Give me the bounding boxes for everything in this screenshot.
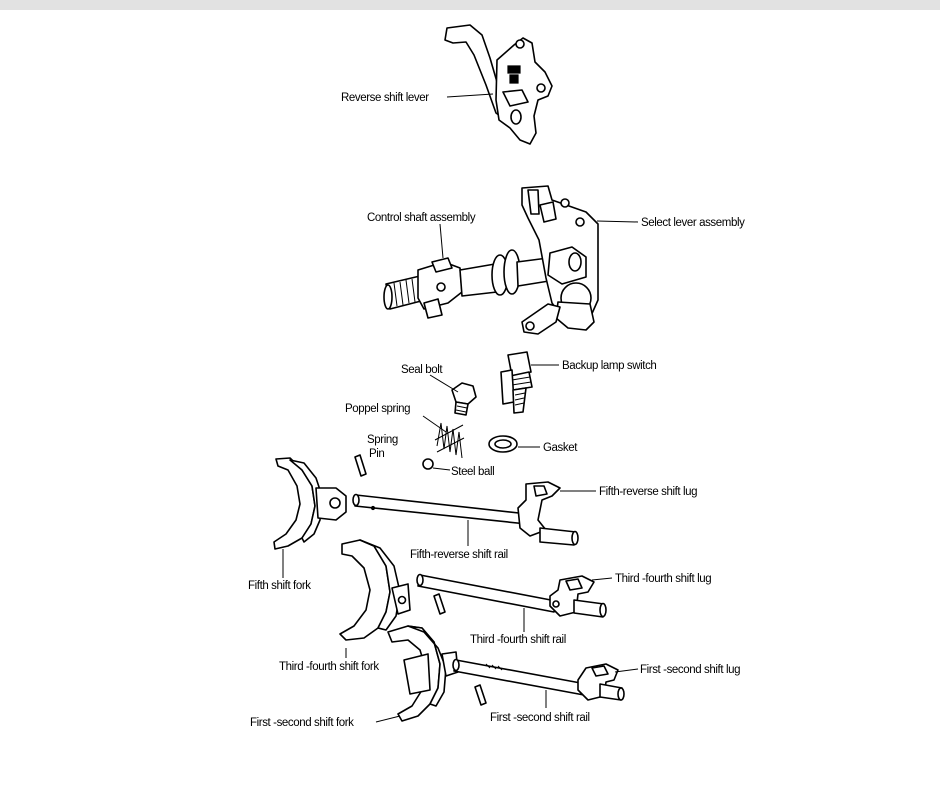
third-fourth-shift-rail bbox=[416, 573, 607, 618]
label-spring-pin-line1: Spring bbox=[367, 434, 398, 446]
label-control-shaft-assembly: Control shaft assembly bbox=[367, 212, 476, 224]
label-fifth-shift-fork: Fifth shift fork bbox=[248, 580, 311, 592]
label-third-fourth-shift-rail: Third -fourth shift rail bbox=[470, 634, 566, 646]
label-spring-pin-line2: Pin bbox=[369, 448, 384, 460]
first-second-shift-rail bbox=[452, 658, 625, 701]
label-poppet-spring: Poppel spring bbox=[345, 403, 410, 415]
fifth-shift-fork bbox=[273, 457, 347, 550]
fifth-reverse-shift-rail bbox=[352, 481, 579, 546]
leader-lines bbox=[282, 93, 639, 723]
part-labels: Reverse shift lever Control shaft assemb… bbox=[248, 92, 745, 729]
label-seal-bolt: Seal bolt bbox=[401, 364, 443, 376]
backup-lamp-switch bbox=[500, 351, 533, 414]
third-fourth-shift-fork bbox=[339, 539, 411, 641]
label-fifth-reverse-shift-lug: Fifth-reverse shift lug bbox=[599, 486, 697, 498]
spring-pin-lower bbox=[474, 684, 487, 706]
gasket bbox=[488, 435, 518, 453]
control-shaft-assembly bbox=[383, 185, 599, 335]
label-first-second-shift-fork: First -second shift fork bbox=[250, 717, 354, 729]
label-gasket: Gasket bbox=[543, 442, 578, 454]
reverse-shift-lever bbox=[444, 24, 553, 145]
label-third-fourth-shift-lug: Third -fourth shift lug bbox=[615, 573, 711, 585]
label-third-fourth-shift-fork: Third -fourth shift fork bbox=[279, 661, 379, 673]
label-first-second-shift-rail: First -second shift rail bbox=[490, 712, 590, 724]
spring-pin bbox=[354, 454, 367, 477]
label-steel-ball: Steel ball bbox=[451, 466, 494, 478]
first-second-shift-fork bbox=[387, 625, 459, 722]
steel-ball bbox=[422, 458, 434, 470]
spring-pin-middle bbox=[433, 593, 446, 615]
label-first-second-shift-lug: First -second shift lug bbox=[640, 664, 740, 676]
poppet-spring bbox=[434, 422, 465, 459]
label-fifth-reverse-shift-rail: Fifth-reverse shift rail bbox=[410, 549, 508, 561]
label-select-lever-assembly: Select lever assembly bbox=[641, 217, 745, 229]
top-bar bbox=[0, 0, 940, 10]
label-reverse-shift-lever: Reverse shift lever bbox=[341, 92, 429, 104]
seal-bolt bbox=[451, 382, 477, 416]
label-backup-lamp-switch: Backup lamp switch bbox=[562, 360, 656, 372]
